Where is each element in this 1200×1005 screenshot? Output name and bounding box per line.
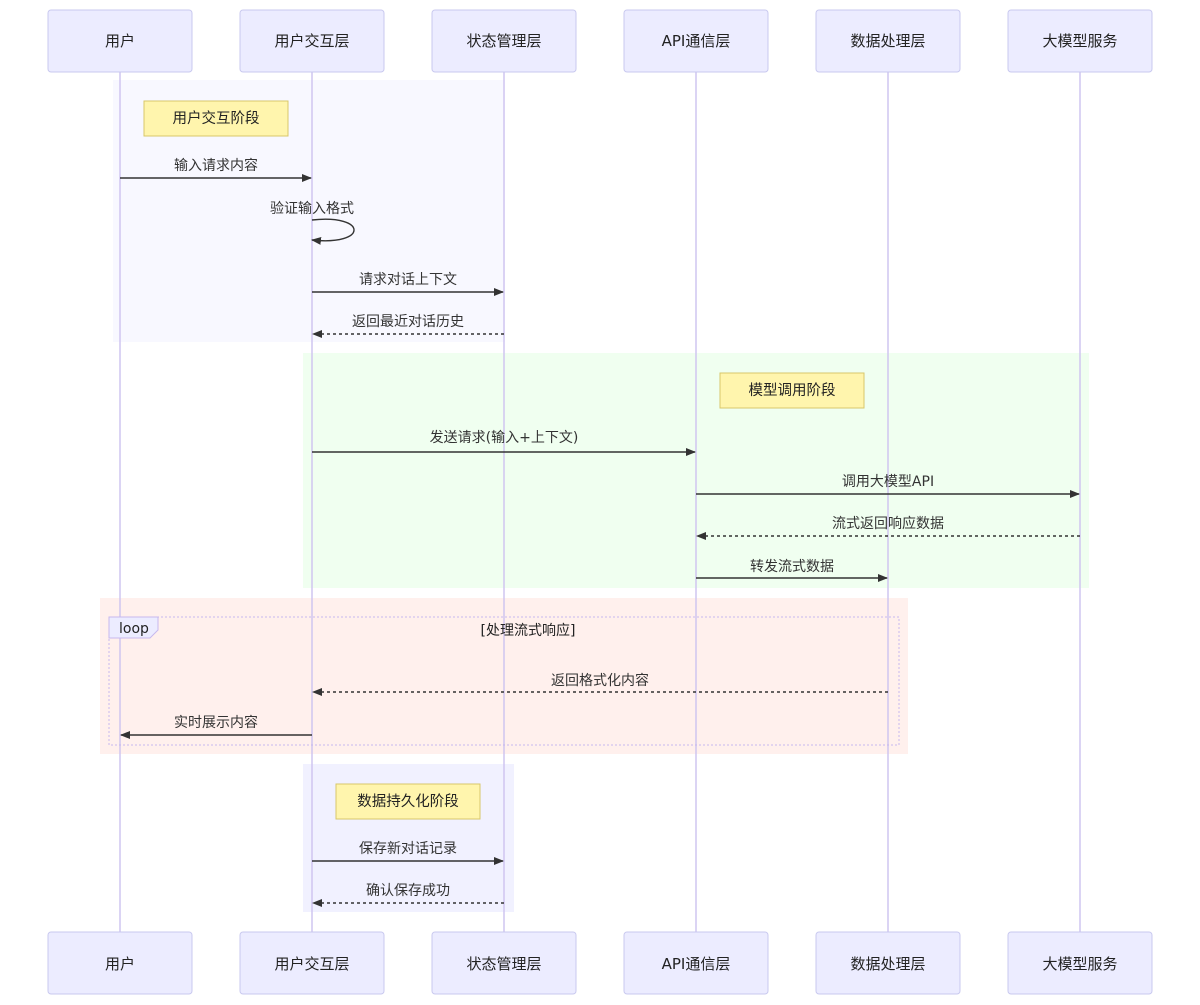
participant-api-layer-top: API通信层 [623,9,769,73]
message-label: 确认保存成功 [366,883,450,899]
message-label: 验证输入格式 [270,201,354,217]
participant-user-bottom: 用户 [47,931,193,995]
participant-llm-service-bottom: 大模型服务 [1007,931,1153,995]
participant-label: 用户 [105,955,135,973]
phase-note-user-interaction: 用户交互阶段 [143,100,289,137]
participant-ui-layer-bottom: 用户交互层 [239,931,385,995]
messages: 输入请求内容 验证输入格式 请求对话上下文 返回最近对话历史 发送请求(输入+上… [120,157,1080,907]
participant-label: API通信层 [662,955,731,973]
message-label: 返回最近对话历史 [352,314,464,330]
message-label: 返回格式化内容 [551,672,649,689]
participant-state-layer-bottom: 状态管理层 [431,931,577,995]
loop-keyword: loop [119,621,149,637]
message-7: 流式返回响应数据 [696,515,1080,540]
phase-note-model-invocation: 模型调用阶段 [719,372,865,409]
loop-frame: loop [处理流式响应] [108,616,900,746]
participant-user-top: 用户 [47,9,193,73]
message-8: 转发流式数据 [696,559,888,582]
participant-label: 状态管理层 [466,32,541,50]
loop-condition: [处理流式响应] [481,622,576,639]
message-arrow [311,218,355,245]
message-6: 调用大模型API [696,474,1080,498]
participants-bottom: 用户 用户交互层 状态管理层 API通信层 数据处理层 大模型服务 [47,931,1153,995]
participant-label: 大模型服务 [1042,955,1117,973]
loop-label-tab [108,616,159,639]
participant-api-layer-bottom: API通信层 [623,931,769,995]
message-label: 请求对话上下文 [359,272,457,288]
message-9: 返回格式化内容 [312,672,888,696]
participant-label: 数据处理层 [850,955,925,973]
message-1: 输入请求内容 [120,157,312,182]
lifelines [119,72,1081,932]
message-label: 保存新对话记录 [359,841,457,857]
participant-data-layer-bottom: 数据处理层 [815,931,961,995]
message-label: 实时展示内容 [174,714,258,731]
participant-label: 大模型服务 [1042,32,1117,50]
message-label: 转发流式数据 [750,559,834,575]
message-10: 实时展示内容 [120,714,312,739]
participant-data-layer-top: 数据处理层 [815,9,961,73]
participant-ui-layer-top: 用户交互层 [239,9,385,73]
message-4: 返回最近对话历史 [312,314,504,338]
message-label: 流式返回响应数据 [832,515,944,532]
participant-label: 用户交互层 [274,32,349,50]
phase-note-label: 模型调用阶段 [749,382,836,399]
phase-note-label: 用户交互阶段 [173,109,260,127]
message-label: 发送请求(输入+上下文) [430,430,579,446]
participant-label: API通信层 [662,32,731,50]
participant-label: 用户交互层 [274,955,349,973]
message-2: 验证输入格式 [270,201,355,245]
message-12: 确认保存成功 [312,883,504,907]
participant-llm-service-top: 大模型服务 [1007,9,1153,73]
message-label: 输入请求内容 [174,157,258,174]
participant-state-layer-top: 状态管理层 [431,9,577,73]
message-label: 调用大模型API [842,474,934,490]
participants-top: 用户 用户交互层 状态管理层 API通信层 数据处理层 大模型服务 [47,9,1153,73]
phase-note-data-persistence: 数据持久化阶段 [335,783,481,820]
message-5: 发送请求(输入+上下文) [312,430,696,456]
message-11: 保存新对话记录 [312,841,504,865]
participant-label: 用户 [105,32,135,50]
participant-label: 状态管理层 [466,955,541,973]
participant-label: 数据处理层 [850,32,925,50]
message-3: 请求对话上下文 [312,272,504,296]
phase-note-label: 数据持久化阶段 [357,793,459,810]
